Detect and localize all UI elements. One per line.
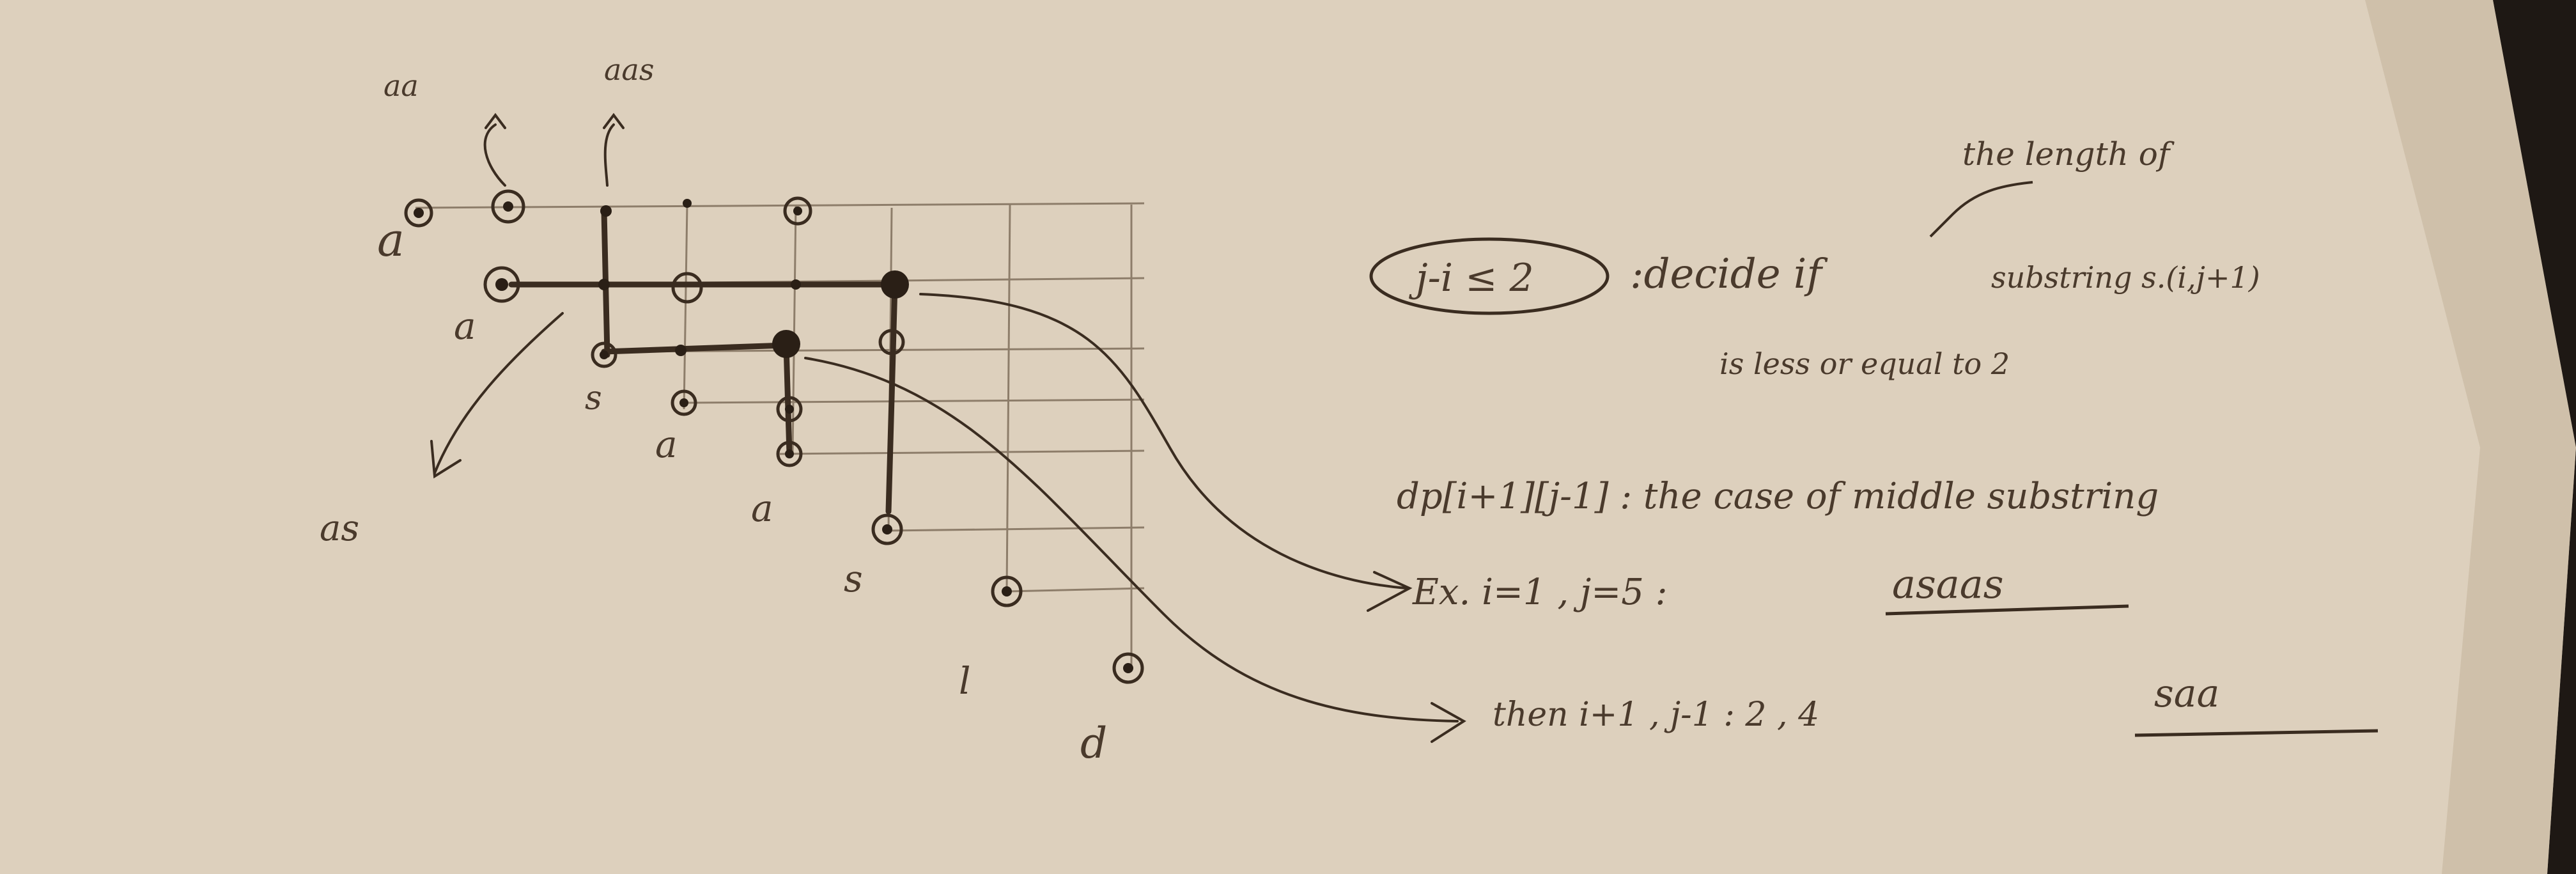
less-equal-text: is less or equal to 2 [1719, 347, 2010, 381]
row-letter-a4: a [751, 487, 773, 530]
row-letter-d: d [1080, 719, 1107, 768]
ex-text: Ex. i=1 , j=5 : [1412, 572, 1668, 613]
node [991, 575, 1023, 607]
row-letter-a2: a [454, 304, 476, 348]
then-text: then i+1 , j-1 : 2 , 4 [1493, 696, 1819, 734]
row-letter-s1: s [585, 379, 602, 417]
node [878, 329, 905, 355]
node [491, 189, 525, 224]
row-letter-a1: a [377, 213, 405, 267]
node [671, 389, 697, 416]
node [591, 341, 617, 368]
then-underline [2134, 729, 2378, 737]
dp-dots [414, 199, 1133, 673]
dp-nodes [404, 189, 1144, 684]
node [404, 198, 433, 228]
dp-text: dp[i+1][j-1] : the case of middle substr… [1397, 476, 2159, 517]
label-aa: aa [384, 68, 419, 103]
condition-oval [1369, 237, 1610, 315]
row-letter-a3: a [655, 423, 678, 466]
node [776, 396, 803, 423]
insert-text: the length of [1962, 136, 2175, 173]
dp-grid [415, 202, 1145, 668]
top-label-arrows [483, 113, 625, 187]
row-letter-l: l [959, 659, 971, 703]
row-letter-s2: s [844, 557, 863, 600]
node [1112, 652, 1144, 684]
dp-bold-path [508, 208, 898, 515]
ex-value: asaas [1892, 561, 2004, 607]
node [776, 441, 803, 467]
as-arrow [430, 312, 564, 479]
decide-text: :decide if [1630, 251, 1828, 298]
node [483, 266, 520, 303]
then-value: saa [2154, 671, 2219, 716]
node [671, 272, 703, 304]
condition-box-text: j-i ≤ 2 [1409, 256, 1534, 300]
ex-underline [1885, 604, 2129, 616]
node [871, 513, 903, 545]
insert-caret [1929, 181, 2033, 238]
node [783, 196, 812, 226]
paper-shadow [2365, 0, 2576, 874]
substring-text: substring s.(i,j+1) [1991, 260, 2260, 295]
example-arrows [804, 293, 1466, 743]
label-as: as [320, 508, 359, 549]
label-aas: aas [604, 52, 654, 87]
